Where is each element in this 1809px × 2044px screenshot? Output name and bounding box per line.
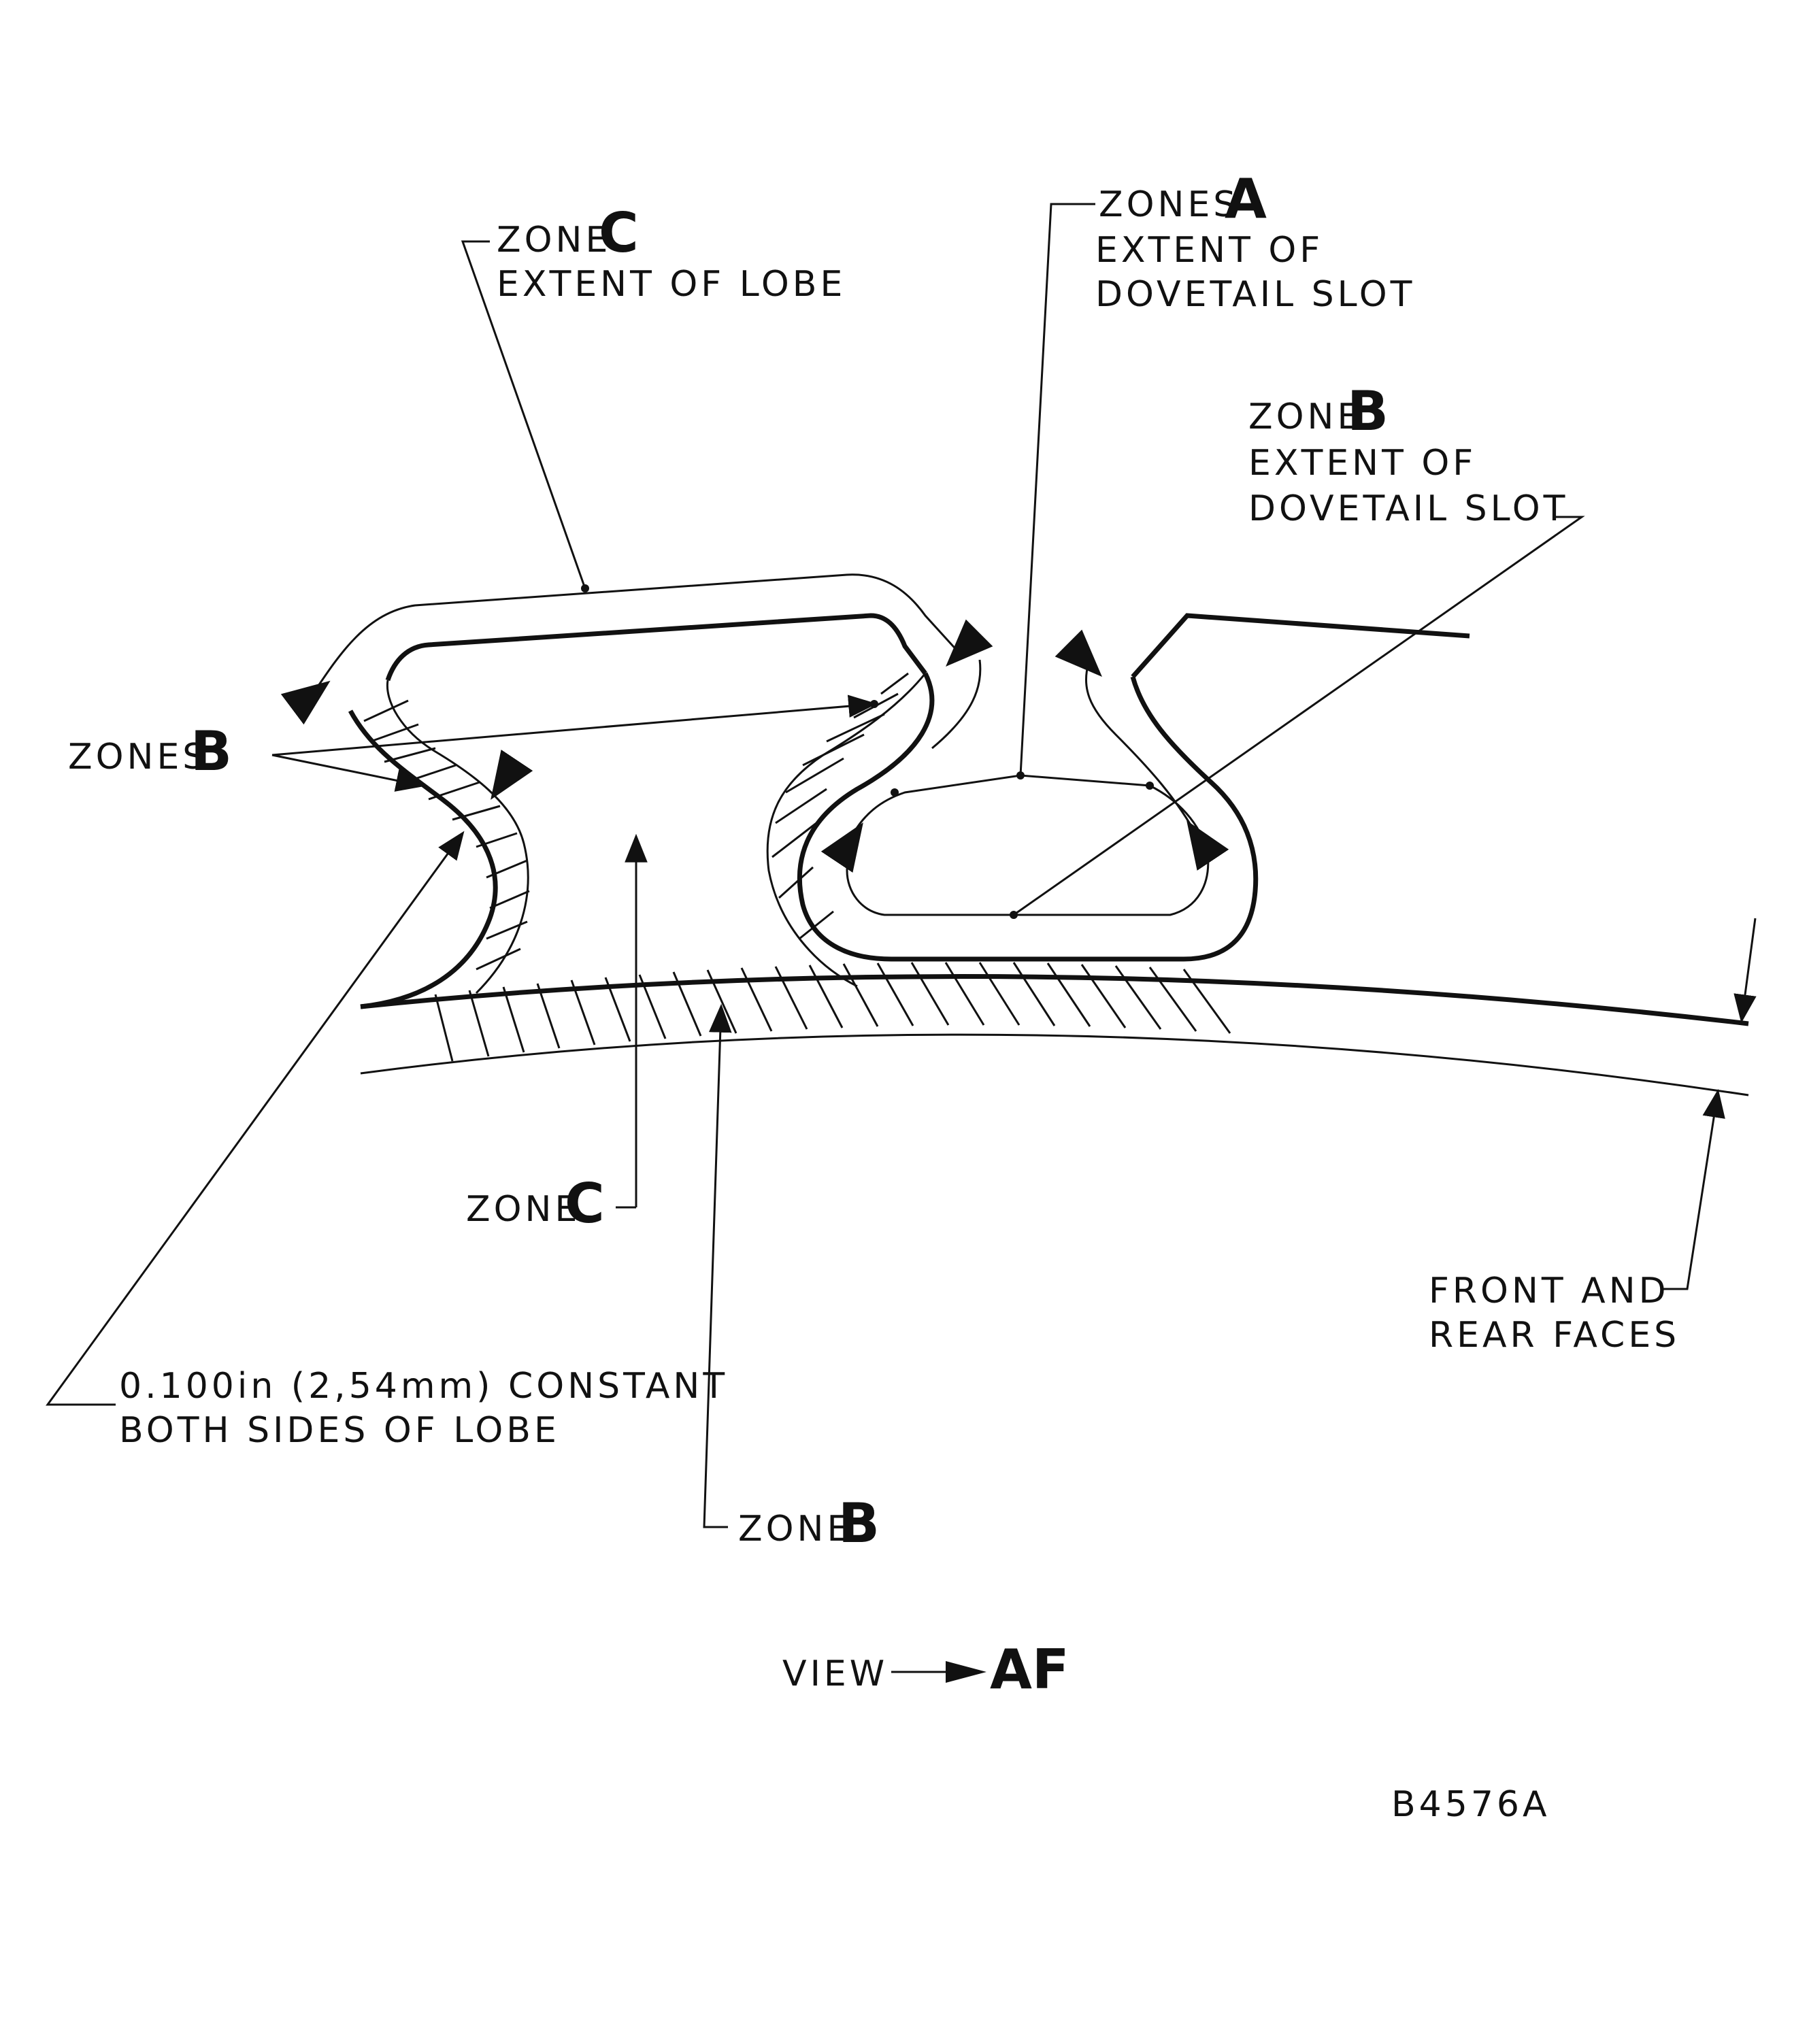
leader-zone-c-top (461, 240, 586, 589)
leader-zones-b-left-1 (271, 694, 878, 756)
rim-inner-arc (360, 1033, 1749, 1096)
zone-b-right-prefix: ZONE (1248, 397, 1363, 437)
zones-a-line1: EXTENT OF (1095, 230, 1323, 271)
rim-outer-arc (360, 974, 1749, 1026)
constant-line1: 0.100in (2,54mm) CONSTANT (119, 1366, 728, 1407)
thickness-dimension-ticks (280, 619, 1229, 873)
zones-a-line2: DOVETAIL SLOT (1095, 274, 1415, 315)
leader-zone-b-right (1013, 516, 1585, 916)
leader-front-rear (1663, 1088, 1725, 1290)
leader-zones-b-left-2 (271, 754, 425, 792)
zone-b-right-line2: DOVETAIL SLOT (1248, 488, 1568, 529)
lobe-left-hatching (363, 699, 530, 971)
view-arrow-head (946, 1661, 986, 1683)
slot-outer-wall (797, 672, 1259, 962)
lobe-left-flank (348, 709, 498, 1009)
zones-a-prefix: ZONES (1099, 184, 1239, 225)
front-rear-line2: REAR FACES (1429, 1315, 1680, 1356)
slot-left-wall-hatching (771, 672, 909, 940)
zone-b-bottom-letter: B (838, 1492, 880, 1555)
blade-platform-right (1131, 613, 1470, 679)
leader-constant (46, 831, 465, 1406)
slot-left-outer-right (1084, 663, 1199, 837)
zone-c-top-letter: C (599, 201, 639, 265)
zone-b-right-letter: B (1347, 380, 1389, 443)
constant-line2: BOTH SIDES OF LOBE (119, 1410, 560, 1451)
lobe-right-flank (766, 673, 927, 988)
lobe-top-thick (385, 613, 927, 682)
slot-inner-contour (846, 774, 1210, 916)
zone-b-right-line1: EXTENT OF (1248, 443, 1476, 484)
slot-points (581, 584, 1205, 919)
view-target: AF (990, 1638, 1069, 1701)
lobe-left-inner (386, 680, 529, 994)
view-prefix: VIEW (782, 1654, 888, 1694)
zone-c-mid-prefix: ZONE (466, 1189, 580, 1230)
leader-zone-b-bottom (703, 1003, 732, 1528)
zone-b-bottom-prefix: ZONE (738, 1509, 852, 1549)
rim-hatching (434, 962, 1231, 1062)
zones-b-left-prefix: ZONES (68, 737, 208, 777)
lobe-top-outer (312, 573, 961, 694)
slot-right-outer (931, 659, 982, 750)
zone-c-top-prefix: ZONE (497, 220, 611, 261)
front-rear-line1: FRONT AND (1429, 1271, 1670, 1311)
zones-a-letter: A (1225, 167, 1267, 231)
zone-c-mid-letter: C (565, 1172, 605, 1235)
reference-code: B4576A (1391, 1784, 1550, 1825)
dim-arrow-top (1733, 918, 1757, 1024)
zone-c-top-line1: EXTENT OF LOBE (497, 264, 846, 305)
zones-b-left-letter: B (190, 720, 232, 783)
leader-zones-a (1019, 203, 1095, 776)
